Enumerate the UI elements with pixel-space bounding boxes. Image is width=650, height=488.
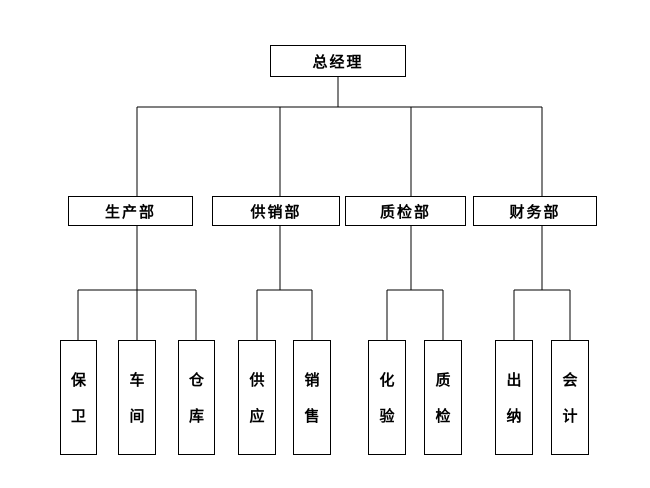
unit-cashier: 出纳 [495,340,533,455]
unit-label-char: 会 [562,370,578,389]
unit-lab-test: 化验 [368,340,406,455]
unit-label-char: 车 [129,370,145,389]
unit-accounting: 会计 [551,340,589,455]
unit-label-char: 卫 [70,406,86,425]
unit-supply: 供应 [238,340,276,455]
dept-finance: 财务部 [473,196,597,226]
unit-label-char: 售 [304,406,320,425]
unit-label-char: 供 [249,370,265,389]
dept-qc: 质检部 [345,196,466,226]
dept-production: 生产部 [68,196,193,226]
unit-security: 保卫 [60,340,97,455]
root-node: 总经理 [270,45,406,77]
unit-label-char: 库 [188,406,204,425]
unit-label-char: 销 [304,370,320,389]
unit-label-char: 检 [435,406,451,425]
unit-workshop: 车间 [118,340,156,455]
unit-selling: 销售 [293,340,331,455]
unit-label-char: 间 [129,406,145,425]
unit-label-char: 纳 [506,406,522,425]
dept-sales: 供销部 [212,196,340,226]
unit-warehouse: 仓库 [178,340,215,455]
unit-label-char: 质 [435,370,451,389]
unit-label-char: 应 [249,406,265,425]
unit-label-char: 验 [379,406,395,425]
unit-label-char: 计 [562,406,578,425]
unit-label-char: 保 [70,370,86,389]
unit-label-char: 仓 [188,370,204,389]
unit-quality-check: 质检 [424,340,462,455]
unit-label-char: 出 [506,370,522,389]
unit-label-char: 化 [379,370,395,389]
